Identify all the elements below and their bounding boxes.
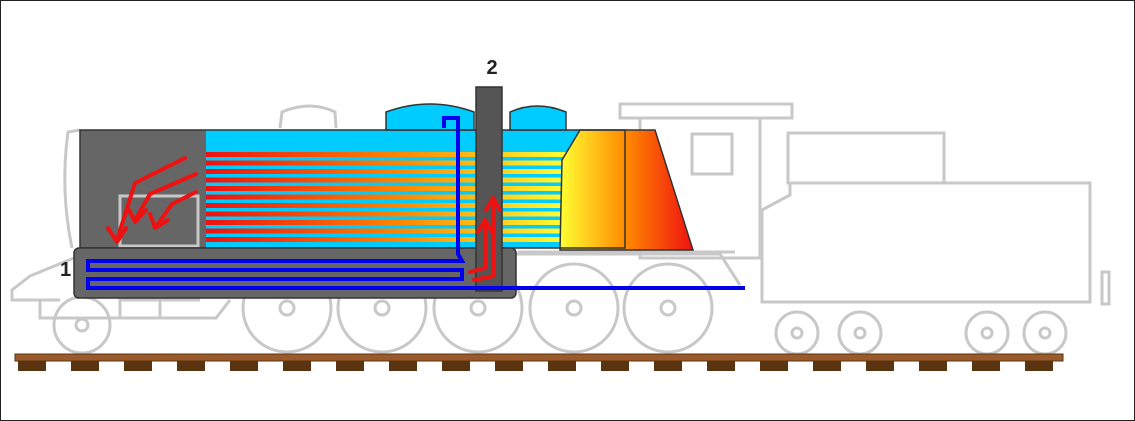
sleeper <box>124 361 152 371</box>
steam-dome <box>385 103 475 131</box>
sleeper <box>601 361 629 371</box>
sleeper <box>230 361 258 371</box>
fire-tube <box>206 194 566 200</box>
heater-flow-arrow-2 <box>472 198 495 282</box>
smokebox-flow-arrow-2 <box>133 172 198 222</box>
sleepers <box>18 361 1053 371</box>
feedwater-heater <box>73 247 517 299</box>
fire-tube <box>206 220 566 225</box>
smokebox-flow-arrow-1-head <box>106 226 128 244</box>
sleeper <box>336 361 364 371</box>
sleeper <box>919 361 947 371</box>
sleeper <box>177 361 205 371</box>
sleeper <box>972 361 1000 371</box>
sleeper <box>707 361 735 371</box>
fire-tube <box>206 203 566 208</box>
fire-tube <box>206 177 566 183</box>
sleeper <box>389 361 417 371</box>
rail <box>14 353 1064 362</box>
fire-tube <box>206 152 566 157</box>
sleeper <box>18 361 46 371</box>
sleeper <box>1025 361 1053 371</box>
sleeper <box>71 361 99 371</box>
fire-tube <box>206 169 566 174</box>
smokebox-front-outline <box>63 128 81 249</box>
feedwater-pipe <box>86 116 745 290</box>
smokebox-door <box>118 194 200 248</box>
label-2: 2 <box>486 57 497 79</box>
cab-window <box>690 132 734 176</box>
fire-tube <box>206 186 566 191</box>
loco-outline <box>10 104 742 320</box>
firebox <box>559 129 695 251</box>
sleeper <box>283 361 311 371</box>
sand-dome-outline <box>278 104 338 129</box>
sand-dome <box>509 105 567 131</box>
fire-tube <box>206 211 566 217</box>
sleeper <box>866 361 894 371</box>
fire-tube <box>206 237 566 242</box>
chimney <box>475 86 503 292</box>
exhaust-arrows <box>106 156 502 282</box>
tender-coupler <box>1100 270 1111 306</box>
heater-flow-arrow-1-head <box>476 218 494 234</box>
sleeper <box>760 361 788 371</box>
smokebox-flow-arrow-3 <box>153 190 198 230</box>
smokebox-flow-arrow-1 <box>115 156 187 242</box>
heater-flow-arrow-2-head <box>484 196 502 212</box>
sleeper <box>654 361 682 371</box>
running-board <box>515 252 742 286</box>
smokebox-flow-arrow-3-head <box>148 212 170 230</box>
fire-tubes <box>206 152 566 242</box>
smokebox-flow-arrow-2-head <box>126 206 148 224</box>
fire-tube <box>206 228 566 234</box>
pilot <box>10 256 75 302</box>
label-1: 1 <box>60 259 71 281</box>
heater-flow-arrow-1 <box>468 220 487 274</box>
tender-wheels <box>774 310 1068 356</box>
sleeper <box>495 361 523 371</box>
sleeper <box>813 361 841 371</box>
fire-tube <box>206 160 566 166</box>
smokebox <box>80 130 206 248</box>
tender <box>760 131 1111 306</box>
tender-body <box>760 181 1092 304</box>
sleeper <box>442 361 470 371</box>
sleeper <box>548 361 576 371</box>
